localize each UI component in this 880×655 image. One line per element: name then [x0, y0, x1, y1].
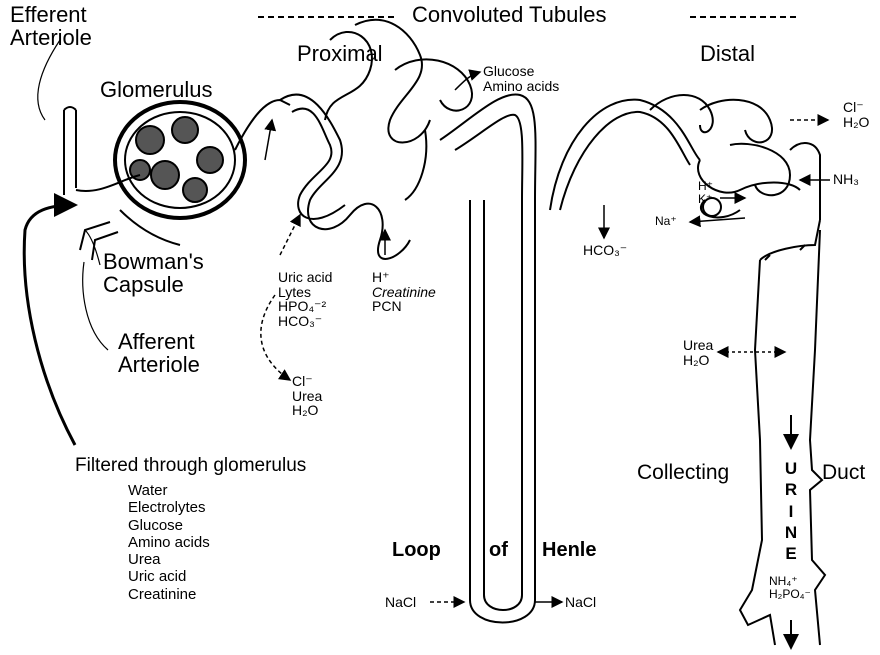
duct-bottom-label: NH₄⁺H₂PO₄⁻	[769, 575, 811, 600]
urine-label: U R I N E	[781, 458, 801, 564]
convoluted-title: Convoluted Tubules	[412, 3, 606, 26]
duct-label: Duct	[822, 462, 865, 484]
distal-nh3-label: NH₃	[833, 172, 859, 187]
loop-of-henle	[440, 94, 536, 622]
loop-label: Loop	[392, 540, 441, 561]
distal-label: Distal	[700, 42, 755, 65]
distal-hk-label: H⁺K⁺	[698, 180, 713, 205]
efferent-arteriole-tube	[38, 40, 76, 195]
filtered-item: Amino acids	[128, 534, 210, 551]
distal-cl-h2o-label: Cl⁻H₂O	[843, 100, 869, 129]
distal-na-label: Na⁺	[655, 215, 677, 228]
filtered-item: Water	[128, 482, 210, 499]
filtered-list: Water Electrolytes Glucose Amino acids U…	[128, 482, 210, 603]
filtered-item: Uric acid	[128, 568, 210, 585]
proximal-secreted-label: Uric acid Lytes HPO₄⁻² HCO₃⁻	[278, 270, 332, 329]
glomerulus-label: Glomerulus	[100, 78, 212, 101]
proximal-reabsorbed-label: Cl⁻ Urea H₂O	[292, 374, 322, 418]
nacl-out-label: NaCl	[565, 595, 596, 610]
filtered-item: Creatinine	[128, 586, 210, 603]
glomerulus	[76, 100, 290, 260]
of-label: of	[489, 540, 508, 561]
collecting-label: Collecting	[637, 462, 729, 484]
filtered-item: Glucose	[128, 517, 210, 534]
filtered-title: Filtered through glomerulus	[75, 456, 306, 476]
distal-tubule	[550, 95, 820, 220]
proximal-h-label: H⁺ Creatinine PCN	[372, 270, 436, 314]
filtered-item: Electrolytes	[128, 499, 210, 516]
nacl-in-label: NaCl	[385, 595, 416, 610]
proximal-label: Proximal	[297, 42, 383, 65]
henle-label: Henle	[542, 540, 596, 561]
hco3-loop-label: HCO₃⁻	[583, 243, 627, 258]
filtered-item: Urea	[128, 551, 210, 568]
